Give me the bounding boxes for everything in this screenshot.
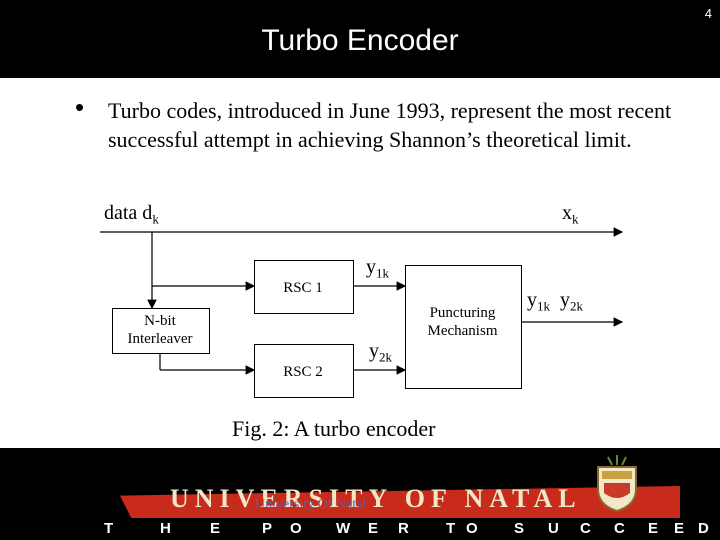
- motto-letter: T: [104, 520, 114, 537]
- interleaver-line1: N-bit: [144, 313, 176, 329]
- motto: T H E P O W E R T O S U C C E E D: [0, 520, 720, 538]
- motto-letter: T: [446, 520, 456, 537]
- rsc1-box: [254, 260, 354, 314]
- output-y1: y1k: [527, 289, 550, 314]
- output-y2: y2k: [560, 289, 583, 314]
- rsc2-box: [254, 344, 354, 398]
- motto-letter: W: [336, 520, 351, 537]
- interleaver-box: [112, 308, 210, 354]
- slide-header: 4 Turbo Encoder: [0, 0, 720, 78]
- puncturing-line2: Mechanism: [427, 323, 498, 339]
- motto-letter: O: [290, 520, 302, 537]
- motto-letter: E: [210, 520, 221, 537]
- output-labels: y1k y2k: [527, 289, 583, 315]
- motto-letter: E: [674, 520, 685, 537]
- university-link[interactable]: University Of Natal: [255, 497, 367, 512]
- motto-letter: R: [398, 520, 409, 537]
- motto-letter: H: [160, 520, 171, 537]
- page-number: 4: [704, 6, 712, 21]
- y1-label: y1k: [366, 256, 389, 281]
- banner-name: UNIVERSITY OF NATAL: [170, 484, 582, 513]
- motto-letter: S: [514, 520, 525, 537]
- motto-letter: P: [262, 520, 273, 537]
- motto-letter: E: [368, 520, 379, 537]
- y2-label: y2k: [369, 340, 392, 365]
- footer-banner: UNIVERSITY OF NATAL University Of Natal …: [0, 448, 720, 540]
- motto-letter: U: [548, 520, 559, 537]
- puncturing-line1: Puncturing: [429, 305, 496, 321]
- rsc2-label: RSC 2: [283, 364, 323, 380]
- rsc1-label: RSC 1: [283, 280, 323, 296]
- motto-letter: D: [698, 520, 709, 537]
- bullet-icon: •: [75, 92, 85, 122]
- motto-letter: E: [648, 520, 659, 537]
- motto-letter: C: [614, 520, 625, 537]
- motto-letter: O: [466, 520, 478, 537]
- motto-letter: C: [580, 520, 591, 537]
- systematic-output-label: xk: [562, 202, 579, 227]
- interleaver-line2: Interleaver: [127, 331, 193, 347]
- bullet-text: Turbo codes, introduced in June 1993, re…: [108, 98, 672, 152]
- puncturing-box: [405, 265, 522, 389]
- university-crest-icon: [597, 455, 637, 513]
- slide-title: Turbo Encoder: [261, 24, 459, 57]
- interleaver-label: N-bit Interleaver: [112, 312, 208, 348]
- input-label: data dk: [104, 202, 159, 227]
- figure-caption: Fig. 2: A turbo encoder: [232, 416, 436, 441]
- puncturing-label: Puncturing Mechanism: [405, 304, 520, 340]
